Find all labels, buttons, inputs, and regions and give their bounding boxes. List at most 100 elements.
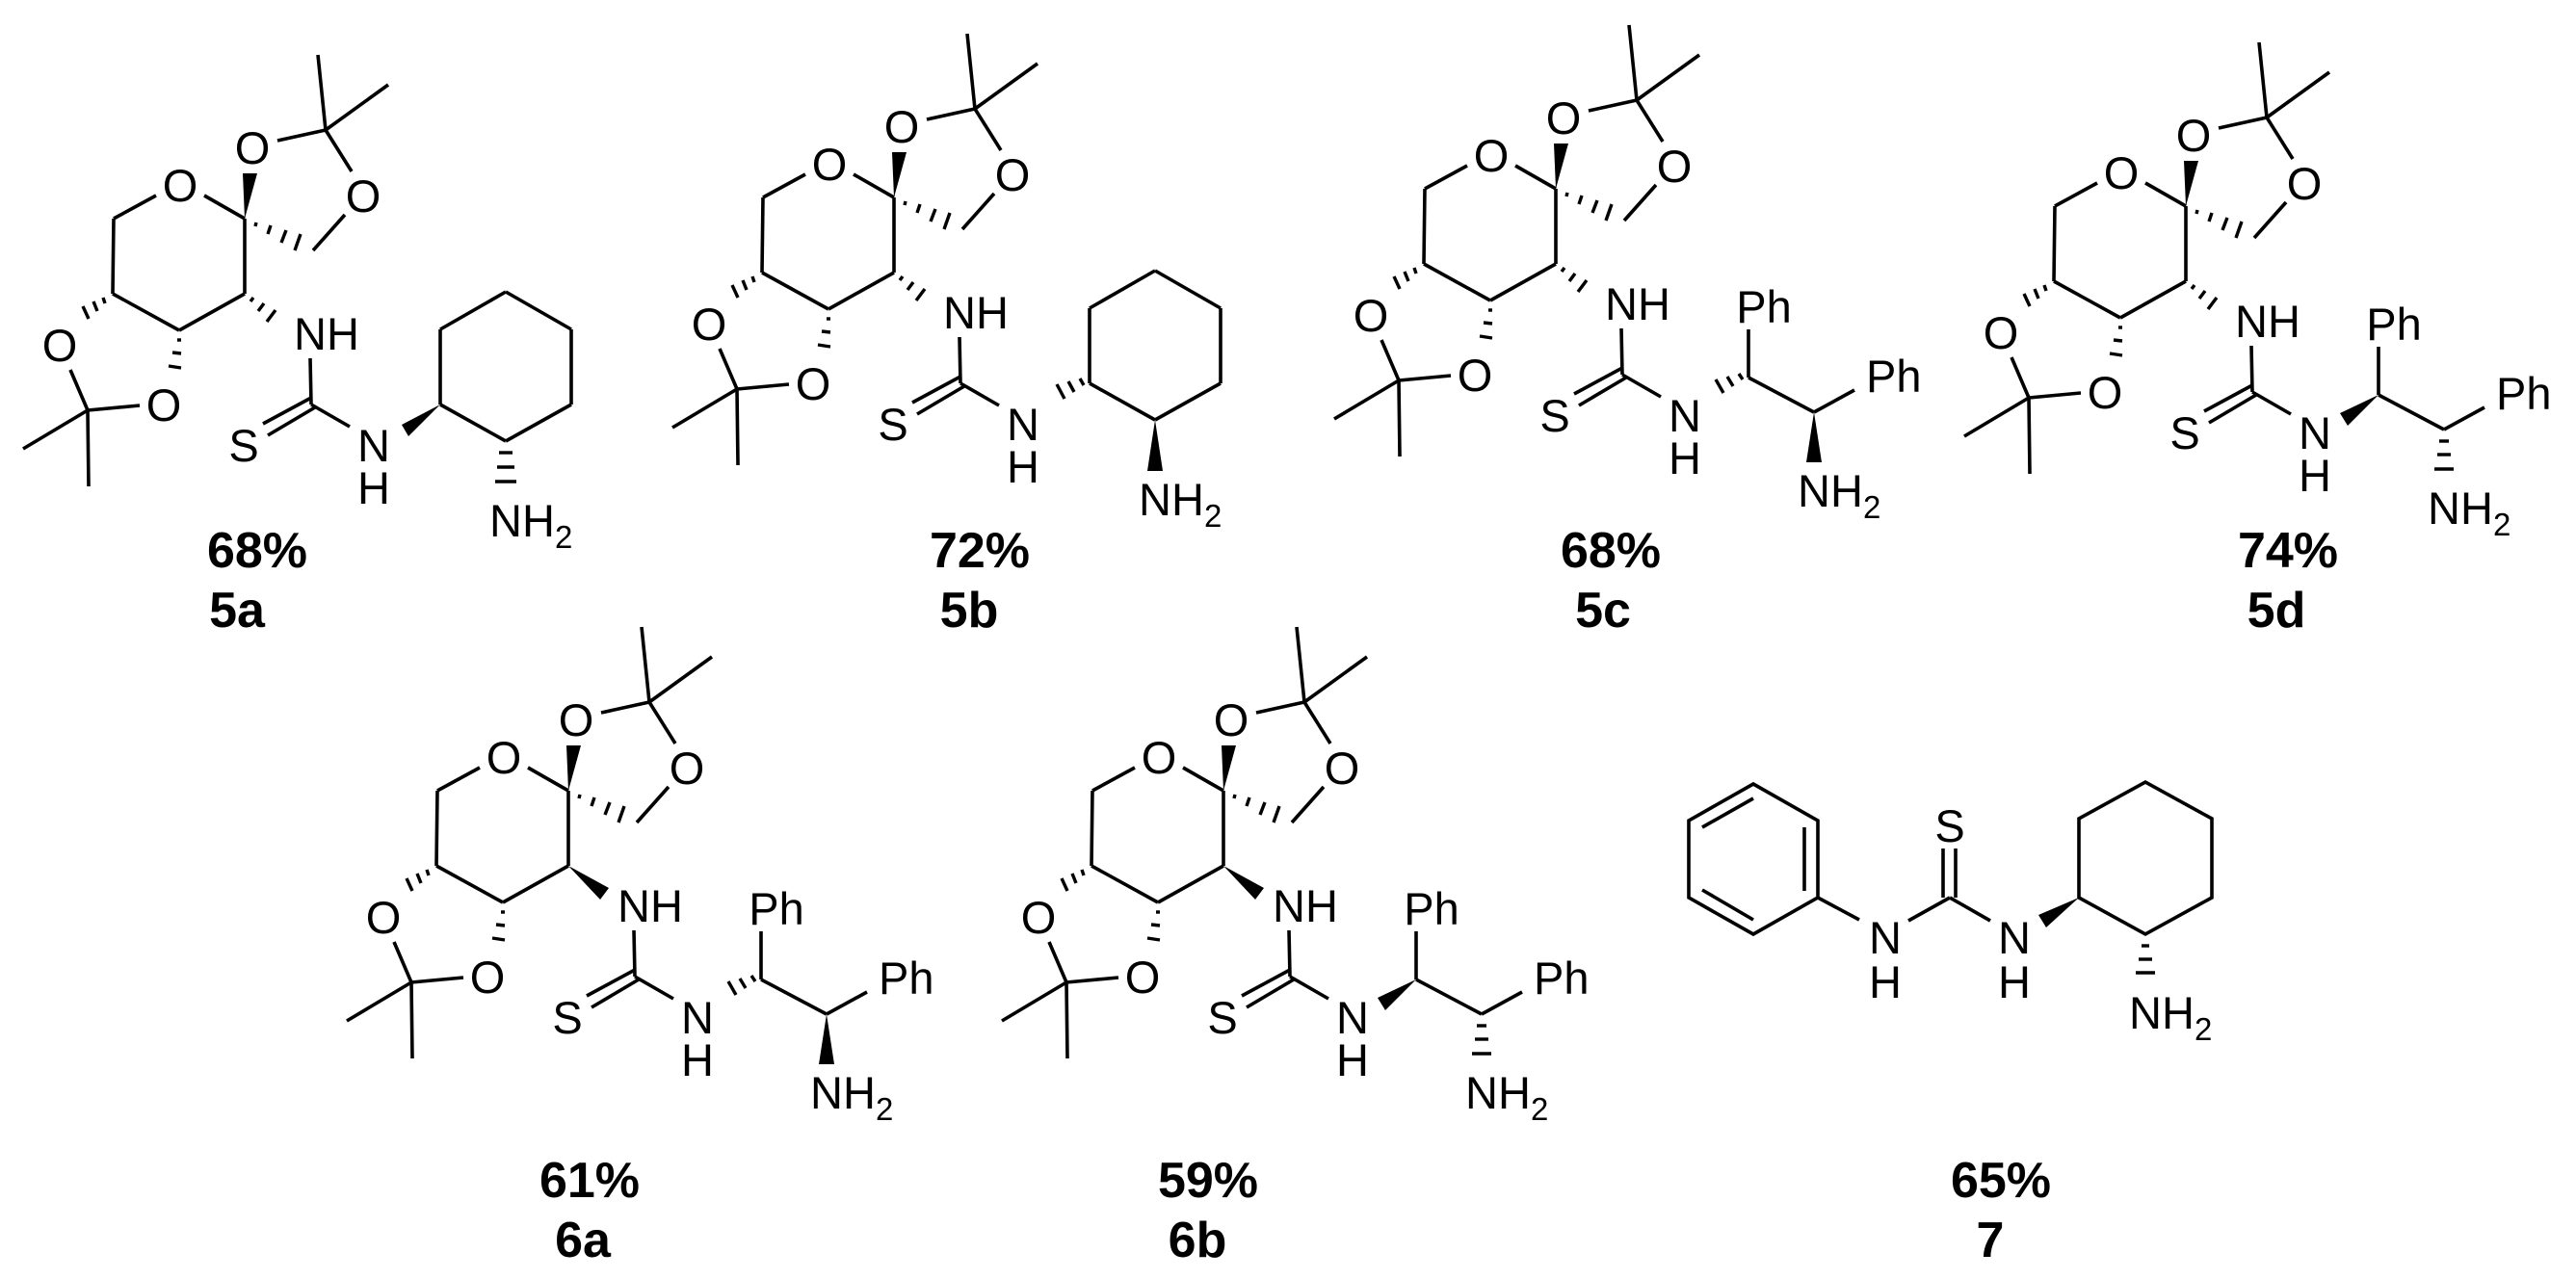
atom-ph-1: Ph xyxy=(1404,883,1459,934)
compound-id-5d: 5d xyxy=(2247,583,2306,639)
atom-nh2-subscript: 2 xyxy=(555,519,572,555)
atom-s: S xyxy=(1207,992,1237,1043)
atom-nh2-subscript: 2 xyxy=(1204,498,1222,534)
atom-nh: NH xyxy=(618,880,683,931)
atom-o-bottom: O xyxy=(146,379,182,431)
atom-ph-2: Ph xyxy=(1866,351,1922,402)
atom-o-left: O xyxy=(366,892,402,943)
compound-id-6a: 6a xyxy=(555,1213,612,1268)
atom-ph-2: Ph xyxy=(2496,368,2552,419)
atom-n-1: N xyxy=(1869,912,1902,963)
yield-5d: 74% xyxy=(2238,523,2338,579)
atom-o-ring: O xyxy=(163,160,198,211)
atom-s: S xyxy=(228,420,258,471)
atom-ph-1: Ph xyxy=(1736,281,1792,332)
atom-ph-1: Ph xyxy=(749,883,804,934)
atom-h: H xyxy=(1007,441,1039,492)
yield-6a: 61% xyxy=(539,1153,640,1209)
atom-s: S xyxy=(552,992,582,1043)
compound-6b: O O O O O NH S N H Ph Ph NH 2 xyxy=(1000,625,1590,1127)
atom-n: N xyxy=(681,992,714,1043)
atom-o-ring: O xyxy=(2104,147,2140,198)
atom-nh2: NH xyxy=(2428,483,2493,534)
compound-7: N H S N H NH 2 xyxy=(1687,779,2214,1047)
yield-5c: 68% xyxy=(1561,523,1661,579)
compound-5d: O O O O O NH S N H Ph Ph NH 2 xyxy=(1962,40,2552,542)
atom-nh2-subscript: 2 xyxy=(1863,489,1880,525)
atom-o-right: O xyxy=(346,170,381,222)
atom-h: H xyxy=(681,1034,714,1085)
cyclohexane-ring xyxy=(2077,779,2214,937)
atom-h-1: H xyxy=(1869,956,1902,1007)
compound-6a: O O O O O NH S N H Ph Ph NH 2 xyxy=(345,625,934,1127)
atom-o-top: O xyxy=(1214,694,1249,745)
atom-o-top: O xyxy=(1546,92,1582,144)
atom-o-top: O xyxy=(2176,110,2212,161)
compound-5b: O O O O O NH S N H NH 2 xyxy=(670,32,1222,534)
atom-nh2-subscript: 2 xyxy=(876,1091,893,1127)
wedge-bond xyxy=(1806,412,1822,462)
atom-o-bottom: O xyxy=(470,952,506,1003)
atom-s: S xyxy=(2169,407,2199,458)
atom-h: H xyxy=(1336,1034,1369,1085)
atom-n: N xyxy=(1336,992,1369,1043)
yield-5a: 68% xyxy=(207,523,307,579)
atom-o-bottom: O xyxy=(796,358,831,409)
atom-n-2: N xyxy=(1998,912,2031,963)
atom-ph-2: Ph xyxy=(1534,953,1590,1004)
atom-h: H xyxy=(1669,432,1701,483)
atom-o-right: O xyxy=(2287,158,2323,209)
compound-id-5b: 5b xyxy=(940,583,999,639)
atom-nh2: NH xyxy=(1139,474,1204,525)
compound-id-5c: 5c xyxy=(1575,583,1631,639)
atom-nh2-subscript: 2 xyxy=(2195,1011,2212,1047)
atom-nh: NH xyxy=(294,308,359,359)
wedge-bond xyxy=(2038,898,2079,927)
wedge-bond xyxy=(1147,420,1163,471)
wedge-bond xyxy=(402,405,440,436)
wedge-bond xyxy=(2340,395,2379,426)
atom-o-top: O xyxy=(559,694,594,745)
atom-o-ring: O xyxy=(486,732,522,783)
atom-nh: NH xyxy=(1273,880,1338,931)
atom-nh: NH xyxy=(2235,296,2300,347)
atom-n: N xyxy=(1007,399,1039,450)
atom-o-left: O xyxy=(1021,892,1057,943)
atom-o-left: O xyxy=(1354,290,1389,341)
atom-ph-1: Ph xyxy=(2366,299,2422,350)
atom-n: N xyxy=(357,420,390,471)
atom-o-right: O xyxy=(995,149,1031,200)
atom-o-left: O xyxy=(42,320,78,371)
atom-n: N xyxy=(2299,407,2331,458)
yield-7: 65% xyxy=(1951,1153,2051,1209)
atom-o-ring: O xyxy=(1142,732,1177,783)
atom-nh2: NH xyxy=(1465,1067,1531,1118)
compound-id-5a: 5a xyxy=(209,583,266,639)
atom-nh2: NH xyxy=(810,1067,876,1118)
atom-s: S xyxy=(1934,800,1964,851)
atom-nh2: NH xyxy=(2129,987,2195,1038)
yield-6b: 59% xyxy=(1158,1153,1258,1209)
atom-h: H xyxy=(357,462,390,513)
atom-o-ring: O xyxy=(812,139,848,190)
atom-nh2: NH xyxy=(489,495,555,546)
atom-o-bottom: O xyxy=(1458,350,1493,401)
atom-o-left: O xyxy=(1984,307,2019,358)
atom-s: S xyxy=(1539,390,1569,441)
atom-o-top: O xyxy=(235,122,271,173)
atom-nh2: NH xyxy=(1798,465,1863,516)
atom-nh2-subscript: 2 xyxy=(1531,1091,1548,1127)
atom-o-ring: O xyxy=(1474,130,1510,181)
compound-5a: O O O O O NH S N H NH 2 xyxy=(21,53,573,555)
atom-o-right: O xyxy=(670,743,705,794)
atom-nh: NH xyxy=(943,287,1009,338)
atom-nh: NH xyxy=(1605,278,1670,329)
compound-5c: O O O O O NH S N H Ph Ph NH 2 xyxy=(1332,23,1922,525)
atom-nh2-subscript: 2 xyxy=(2493,507,2510,542)
yield-5b: 72% xyxy=(930,523,1030,579)
wedge-bond xyxy=(819,1014,834,1064)
atom-s: S xyxy=(878,399,907,450)
atom-h-2: H xyxy=(1998,956,2031,1007)
compound-id-7: 7 xyxy=(1977,1213,2005,1268)
